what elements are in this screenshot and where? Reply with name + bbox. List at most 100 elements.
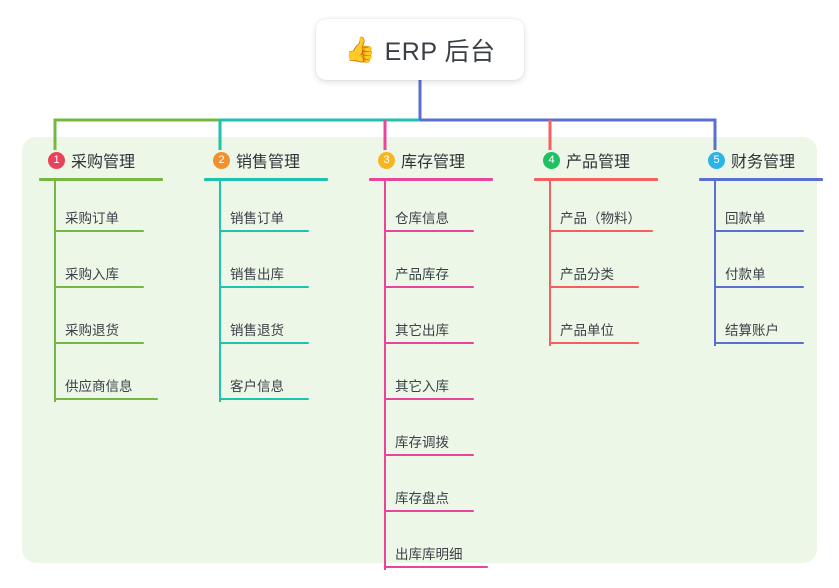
column-number-badge: 4 [543,151,560,169]
list-item-label: 其它出库 [395,323,449,338]
list-item-label: 产品单位 [560,323,614,338]
column-title: 采购管理 [71,154,136,171]
column-trunk-line [714,181,716,346]
list-item-label: 销售订单 [230,211,284,226]
list-item[interactable]: 库存盘点 [384,461,512,517]
list-item-label: 库存调拨 [395,435,449,450]
list-item-underline [54,286,144,288]
list-item-label: 客户信息 [230,379,284,394]
column-title: 产品管理 [566,154,631,171]
list-item-label: 产品分类 [560,267,614,282]
list-item-underline [714,342,804,344]
list-item-label: 产品库存 [395,267,449,282]
list-item[interactable]: 回款单 [714,181,839,237]
column-header[interactable]: 1 采购管理 [32,147,182,173]
list-item-label: 采购入库 [65,267,119,282]
list-item-underline [384,510,474,512]
root-node-card[interactable]: 👍 ERP 后台 [316,19,524,80]
list-item[interactable]: 采购入库 [54,237,182,293]
list-item-underline [54,342,144,344]
list-item[interactable]: 结算账户 [714,293,839,349]
column-header[interactable]: 4 产品管理 [527,147,677,173]
column-trunk-line [54,181,56,402]
list-item-underline [384,566,488,568]
column-items: 销售订单销售出库销售退货客户信息 [197,181,347,405]
list-item-label: 其它入库 [395,379,449,394]
column-number-badge: 1 [48,151,65,169]
list-item[interactable]: 采购退货 [54,293,182,349]
list-item-underline [549,230,653,232]
list-item-underline [384,286,474,288]
list-item-label: 出库库明细 [395,547,463,562]
column-header-underline [369,178,493,181]
column-header-underline [534,178,658,181]
column-header-underline [204,178,328,181]
list-item-underline [384,398,474,400]
list-item-underline [219,342,309,344]
page-title: ERP 后台 [384,37,496,66]
list-item[interactable]: 其它出库 [384,293,512,349]
list-item-label: 供应商信息 [65,379,133,394]
column-采购管理: 1 采购管理采购订单采购入库采购退货供应商信息 [32,147,182,405]
column-items: 回款单付款单结算账户 [692,181,839,349]
column-number-badge: 5 [708,151,725,169]
list-item-underline [219,398,309,400]
column-header-underline [39,178,163,181]
list-item-label: 付款单 [725,267,766,282]
list-item[interactable]: 其它入库 [384,349,512,405]
list-item[interactable]: 库存调拨 [384,405,512,461]
column-items: 产品（物料） 产品分类产品单位 [527,181,677,349]
list-item-label: 销售退货 [230,323,284,338]
list-item[interactable]: 产品（物料） [549,181,677,237]
list-item-underline [384,230,474,232]
column-header-underline [699,178,823,181]
list-item-underline [714,286,804,288]
list-item-label: 产品（物料） [560,211,641,226]
list-item-underline [219,286,309,288]
list-item[interactable]: 产品分类 [549,237,677,293]
list-item-label: 库存盘点 [395,491,449,506]
column-trunk-line [219,181,221,402]
column-trunk-line [549,181,551,346]
list-item-underline [384,454,474,456]
column-header[interactable]: 2 销售管理 [197,147,347,173]
diagram-background-panel [22,137,817,563]
column-title: 销售管理 [236,154,301,171]
column-items: 仓库信息产品库存其它出库其它入库库存调拨库存盘点出库库明细 [362,181,512,573]
list-item[interactable]: 仓库信息 [384,181,512,237]
column-trunk-line [384,181,386,570]
column-items: 采购订单采购入库采购退货供应商信息 [32,181,182,405]
list-item[interactable]: 销售退货 [219,293,347,349]
list-item[interactable]: 付款单 [714,237,839,293]
list-item[interactable]: 出库库明细 [384,517,512,573]
list-item-label: 采购退货 [65,323,119,338]
list-item-label: 回款单 [725,211,766,226]
list-item-underline [714,230,804,232]
list-item-underline [384,342,474,344]
list-item-underline [54,230,144,232]
list-item-underline [549,342,639,344]
list-item-label: 销售出库 [230,267,284,282]
thumbs-up-icon: 👍 [344,36,376,64]
list-item[interactable]: 客户信息 [219,349,347,405]
column-产品管理: 4 产品管理产品（物料） 产品分类产品单位 [527,147,677,349]
list-item-underline [549,286,639,288]
list-item-underline [219,230,309,232]
list-item-underline [54,398,158,400]
column-number-badge: 2 [213,151,230,169]
list-item[interactable]: 供应商信息 [54,349,182,405]
list-item[interactable]: 销售订单 [219,181,347,237]
list-item[interactable]: 产品库存 [384,237,512,293]
list-item-label: 采购订单 [65,211,119,226]
list-item[interactable]: 产品单位 [549,293,677,349]
list-item-label: 结算账户 [725,323,779,338]
list-item-label: 仓库信息 [395,211,449,226]
list-item[interactable]: 采购订单 [54,181,182,237]
list-item[interactable]: 销售出库 [219,237,347,293]
column-销售管理: 2 销售管理销售订单销售出库销售退货客户信息 [197,147,347,405]
column-number-badge: 3 [378,151,395,169]
